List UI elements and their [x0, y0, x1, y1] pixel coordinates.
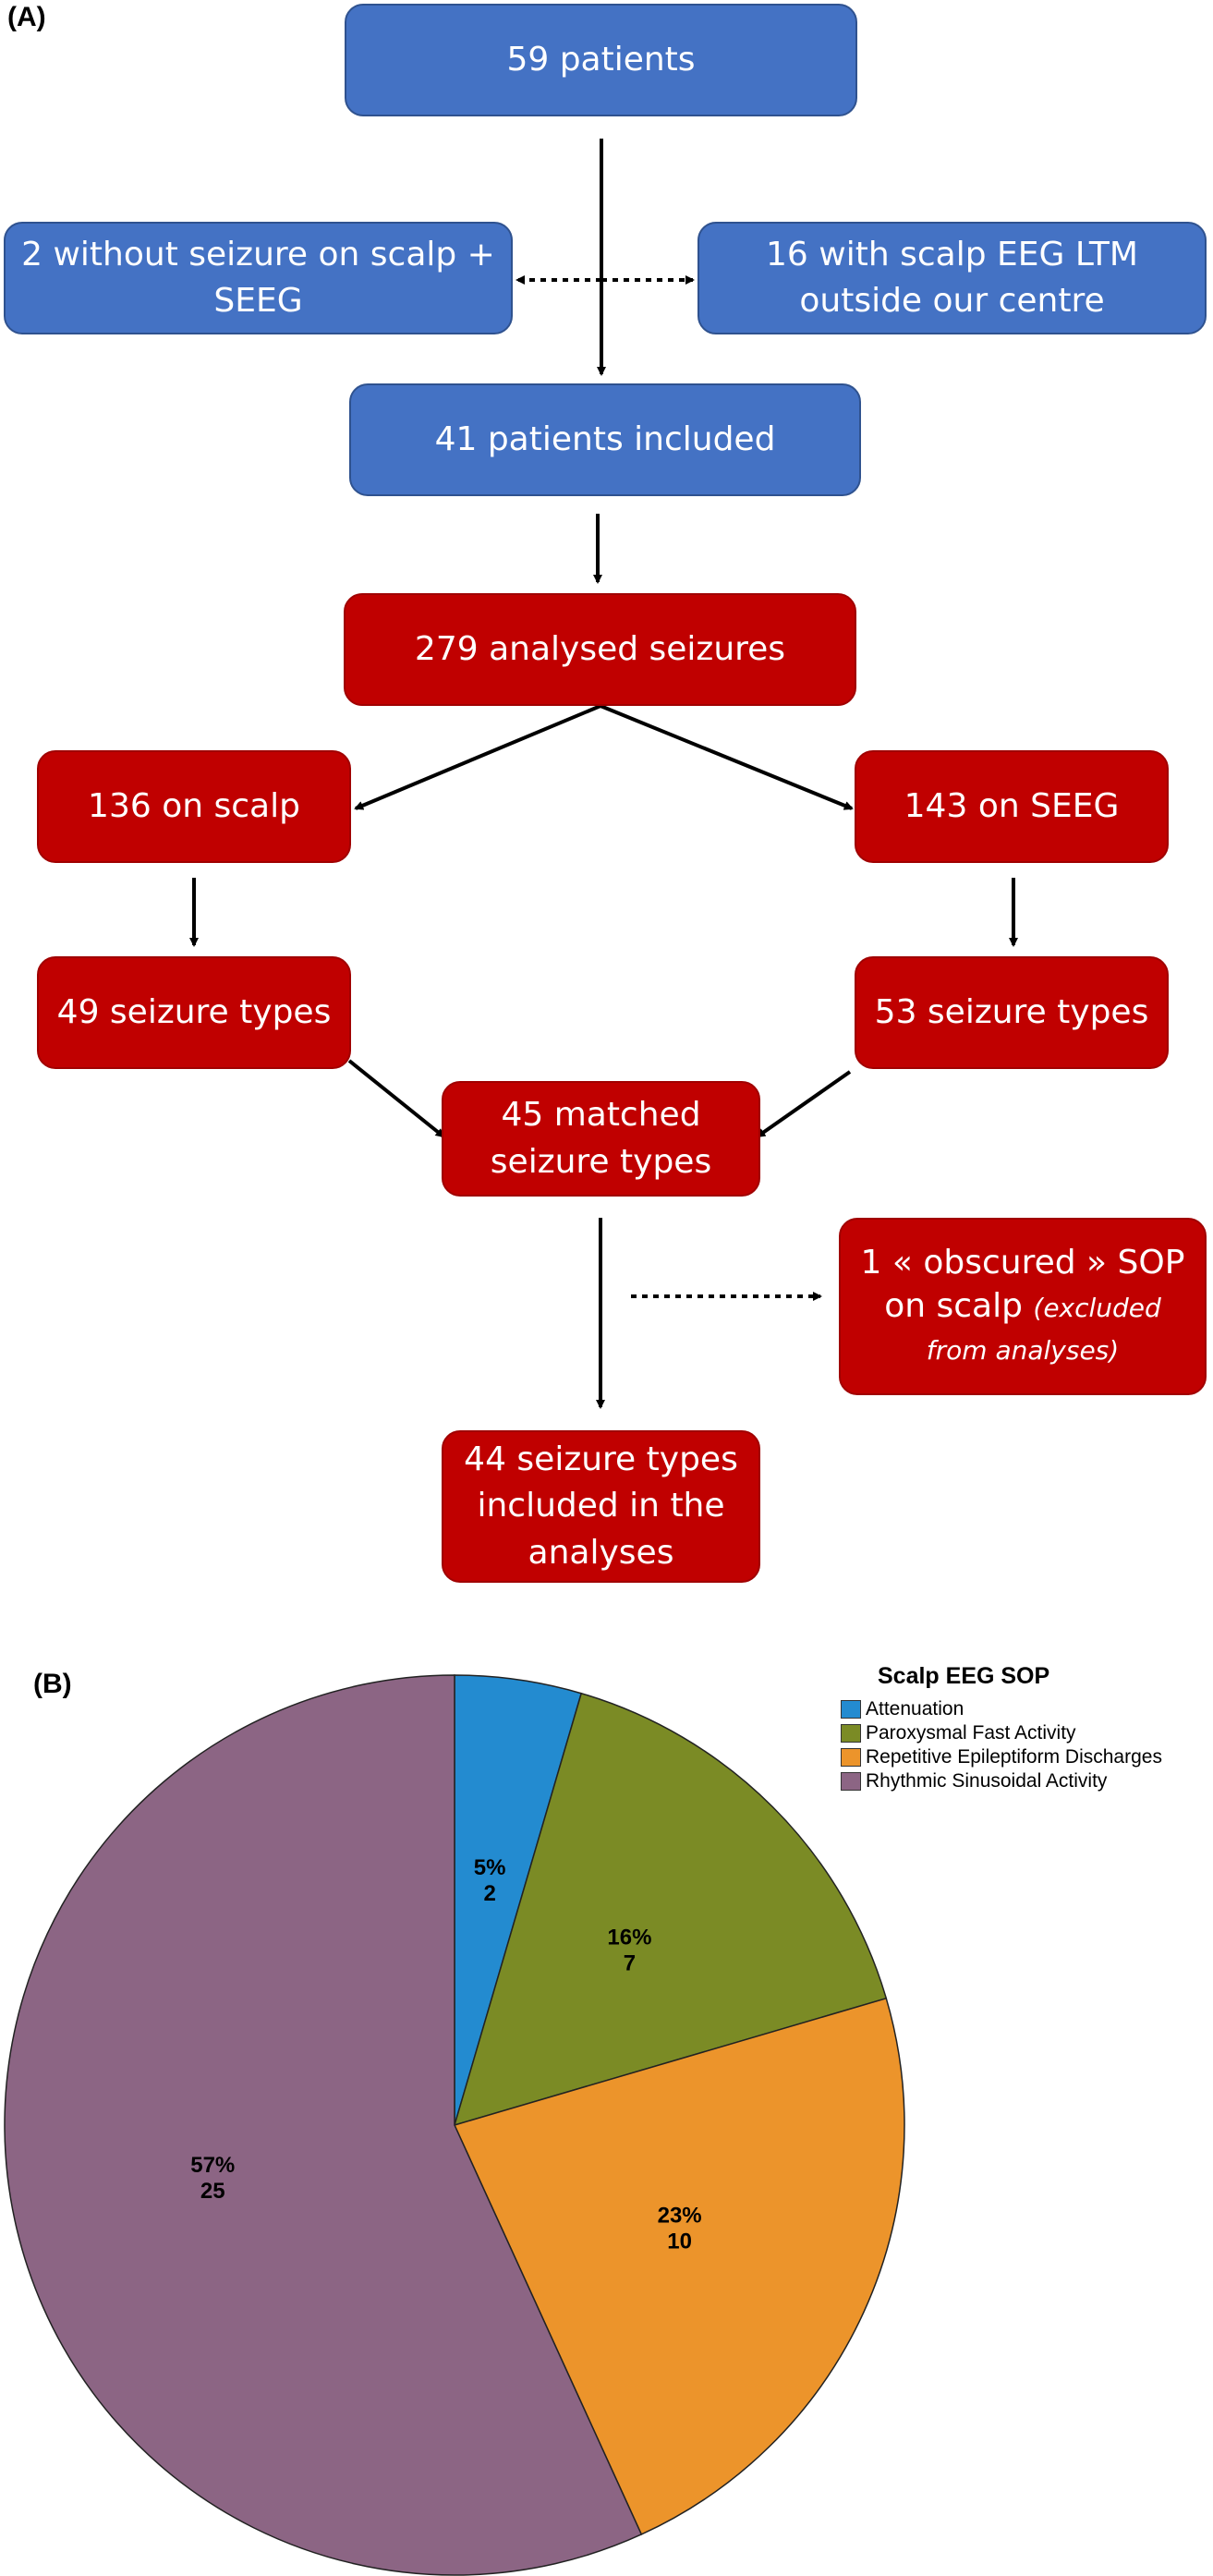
- legend-label-1: Paroxysmal Fast Activity: [866, 1722, 1076, 1744]
- box-matched-types: 45 matched seizure types: [442, 1081, 760, 1197]
- box-on-scalp-text: 136 on scalp: [88, 786, 300, 825]
- legend-label-3: Rhythmic Sinusoidal Activity: [866, 1770, 1108, 1792]
- slice-percent-label-3: 57%: [190, 2153, 235, 2178]
- box-on-seeg-text: 143 on SEEG: [904, 786, 1120, 825]
- box-obscured: 1 « obscured » SOP on scalp (excluded fr…: [839, 1218, 1207, 1395]
- pie-chart: 5%2 16%7 23%10 57%25: [4, 1674, 905, 2576]
- box-patients-total: 59 patients: [345, 4, 857, 116]
- box-obscured-main-text: 1 « obscured » SOP on scalp: [860, 1243, 1185, 1325]
- legend-label-0: Attenuation: [866, 1698, 964, 1719]
- box-patients-included-text: 41 patients included: [434, 419, 776, 458]
- box-analysed-seizures: 279 analysed seizures: [344, 593, 856, 706]
- box-analysed-seizures-text: 279 analysed seizures: [414, 629, 786, 668]
- slice-count-label-2: 10: [667, 2229, 692, 2254]
- box-patients-total-text: 59 patients: [506, 40, 696, 79]
- pie-slice-1: [453, 1692, 888, 2127]
- box-included-types: 44 seizure types included in the analyse…: [442, 1430, 760, 1583]
- slice-percent-label-1: 16%: [607, 1926, 651, 1950]
- legend-swatch-3: [841, 1772, 861, 1791]
- legend-item-0: Attenuation: [841, 1697, 1162, 1721]
- legend-item-2: Repetitive Epileptiform Discharges: [841, 1745, 1162, 1769]
- legend-item-3: Rhythmic Sinusoidal Activity: [841, 1769, 1162, 1793]
- legend-label-2: Repetitive Epileptiform Discharges: [866, 1746, 1162, 1768]
- box-seeg-types: 53 seizure types: [855, 956, 1169, 1069]
- box-patients-included: 41 patients included: [349, 383, 861, 496]
- pie-slice-3: [4, 1674, 643, 2576]
- legend-swatch-0: [841, 1700, 861, 1719]
- panel-b-label: (B): [33, 1669, 72, 1699]
- slice-count-label-1: 7: [624, 1951, 636, 1976]
- arrow-seeg-types-to-matched: [756, 1070, 852, 1138]
- pie-slice-2: [453, 1997, 905, 2535]
- legend-swatch-1: [841, 1724, 861, 1743]
- box-excluded-right: 16 with scalp EEG LTM outside our centre: [697, 222, 1207, 334]
- flowchart-arrows: [189, 139, 1018, 1409]
- slice-count-label-3: 25: [200, 2179, 225, 2204]
- legend-item-1: Paroxysmal Fast Activity: [841, 1721, 1162, 1745]
- box-included-types-text: 44 seizure types included in the analyse…: [464, 1440, 738, 1572]
- box-obscured-note-text: (excluded from analyses): [926, 1292, 1161, 1367]
- slice-percent-label-0: 5%: [474, 1855, 506, 1880]
- legend-title: Scalp EEG SOP: [878, 1663, 1050, 1689]
- arrow-analysed-to-scalp: [354, 704, 601, 810]
- box-matched-types-text: 45 matched seizure types: [490, 1096, 712, 1181]
- panel-a-label: (A): [7, 2, 46, 32]
- slice-percent-label-2: 23%: [658, 2203, 702, 2228]
- arrow-scalp-types-to-matched: [347, 1059, 445, 1138]
- slice-count-label-0: 2: [483, 1881, 495, 1906]
- box-excluded-left-text: 2 without seizure on scalp + SEEG: [21, 235, 495, 320]
- legend-swatch-2: [841, 1748, 861, 1767]
- arrow-analysed-to-seeg: [600, 704, 854, 810]
- box-on-scalp: 136 on scalp: [37, 750, 351, 863]
- box-scalp-types: 49 seizure types: [37, 956, 351, 1069]
- box-excluded-right-text: 16 with scalp EEG LTM outside our centre: [766, 235, 1138, 320]
- box-seeg-types-text: 53 seizure types: [874, 992, 1149, 1031]
- box-scalp-types-text: 49 seizure types: [56, 992, 332, 1031]
- box-on-seeg: 143 on SEEG: [855, 750, 1169, 863]
- box-excluded-left: 2 without seizure on scalp + SEEG: [4, 222, 513, 334]
